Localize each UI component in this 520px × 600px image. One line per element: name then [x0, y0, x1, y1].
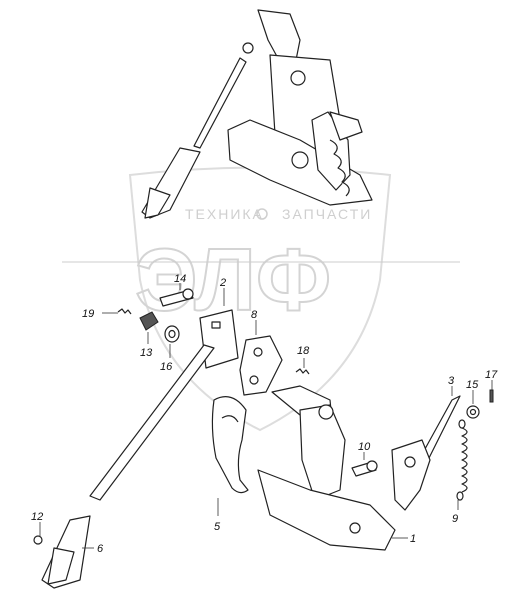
watermark-text-right: ЗАПЧАСТИ: [282, 206, 372, 222]
part-1-lower-bracket: 1: [257, 385, 416, 551]
callout-17: 17: [485, 369, 498, 381]
callout-16: 16: [160, 361, 173, 373]
part-3-lever: 3: [391, 375, 461, 511]
callout-3: 3: [448, 375, 455, 387]
gear-icon: [256, 208, 268, 220]
callout-9: 9: [452, 513, 458, 525]
upper-handle-lever: [141, 57, 247, 219]
part-6-grip-handle: 6: [41, 515, 104, 589]
part-12-screw: 12: [31, 511, 43, 545]
callout-14: 14: [174, 273, 186, 285]
part-18-spring-pin: 18: [295, 345, 310, 375]
callout-12: 12: [31, 511, 43, 523]
callout-10: 10: [358, 441, 371, 453]
watermark: ТЕХНИКА ЗАПЧАСТИ ЭЛФ: [62, 166, 460, 432]
callout-2: 2: [219, 277, 226, 289]
callout-18: 18: [297, 345, 310, 357]
callout-5: 5: [214, 521, 221, 533]
part-10-bolt: 10: [351, 441, 378, 477]
part-14-pin: 14: [159, 273, 194, 307]
part-2-lever-rod: 2: [89, 277, 239, 501]
part-8-plate: 8: [239, 309, 283, 396]
watermark-logo: ЭЛФ: [135, 230, 331, 329]
callout-15: 15: [466, 379, 479, 391]
part-9-spring: 9: [452, 419, 468, 525]
callout-13: 13: [140, 347, 153, 359]
watermark-text-left: ТЕХНИКА: [185, 206, 264, 222]
part-19-spring-pin: 19: [82, 308, 132, 320]
upper-bracket: [227, 9, 373, 206]
callout-1: 1: [410, 533, 416, 545]
callout-6: 6: [97, 543, 104, 555]
part-16-washer: 16: [160, 325, 180, 373]
part-5-latch-hook: 5: [211, 396, 249, 533]
part-15-washer: 15: [466, 379, 480, 419]
callout-19: 19: [82, 308, 94, 320]
part-17-small-pin: 17: [485, 369, 498, 403]
callout-8: 8: [251, 309, 258, 321]
part-13-bushing: 13: [139, 311, 159, 359]
